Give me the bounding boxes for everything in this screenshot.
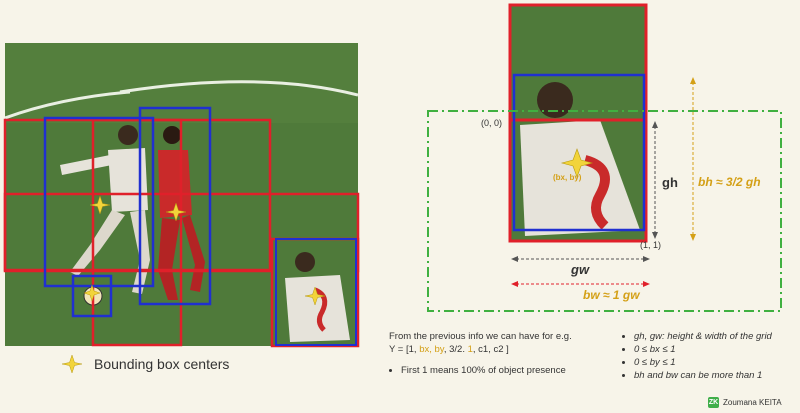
note-item: bh and bw can be more than 1	[634, 369, 797, 382]
gh-arrow	[652, 121, 658, 239]
bh-label: bh ≈ 3/2 gh	[698, 175, 761, 189]
y-highlight-bw: 1	[467, 344, 473, 355]
legend-star-icon	[61, 354, 83, 374]
bw-arrow	[511, 281, 650, 287]
note-item: 0 ≤ bx ≤ 1	[634, 343, 797, 356]
zoomed-player-crop	[508, 3, 648, 243]
author-name: Zoumana KEITA	[723, 398, 782, 407]
center-star-markers	[83, 195, 326, 306]
y-middle: , 3/2.	[443, 344, 468, 355]
grid-boxes	[3, 118, 360, 347]
zoom-center-star	[560, 148, 594, 178]
gw-arrow	[511, 256, 650, 262]
bh-arrow	[690, 77, 696, 241]
y-suffix: , c1, c2 ]	[472, 344, 509, 355]
notes-block: gh, gw: height & width of the grid 0 ≤ b…	[622, 330, 797, 382]
author-logo-icon: ZK	[708, 397, 719, 408]
info-bullets: First 1 means 100% of object presence	[389, 364, 614, 377]
end-label: (1, 1)	[640, 240, 662, 250]
bw-label: bw ≈ 1 gw	[583, 288, 640, 302]
gh-label: gh	[662, 175, 678, 190]
y-highlight-bxby: bx, by	[419, 344, 444, 355]
player-crop-small	[270, 237, 360, 348]
presence-bullet: First 1 means 100% of object presence	[401, 364, 614, 377]
bx-by-label: (bx, by)	[553, 173, 582, 182]
grid-cell-outline	[427, 110, 782, 312]
bounding-boxes	[43, 106, 212, 318]
author-badge: ZK Zoumana KEITA	[708, 397, 782, 408]
gw-label: gw	[571, 262, 590, 277]
note-item: gh, gw: height & width of the grid	[634, 330, 797, 343]
intro-line: From the previous info we can have for e…	[389, 331, 572, 342]
player-red	[158, 126, 205, 300]
info-block: From the previous info we can have for e…	[389, 330, 614, 377]
legend-label: Bounding box centers	[94, 356, 230, 372]
origin-label: (0, 0)	[481, 118, 503, 128]
y-vector-line: Y = [1, bx, by, 3/2. 1, c1, c2 ]	[389, 343, 614, 356]
notes-list: gh, gw: height & width of the grid 0 ≤ b…	[622, 330, 797, 382]
note-item: 0 ≤ by ≤ 1	[634, 356, 797, 369]
y-prefix: Y = [1,	[389, 344, 420, 355]
